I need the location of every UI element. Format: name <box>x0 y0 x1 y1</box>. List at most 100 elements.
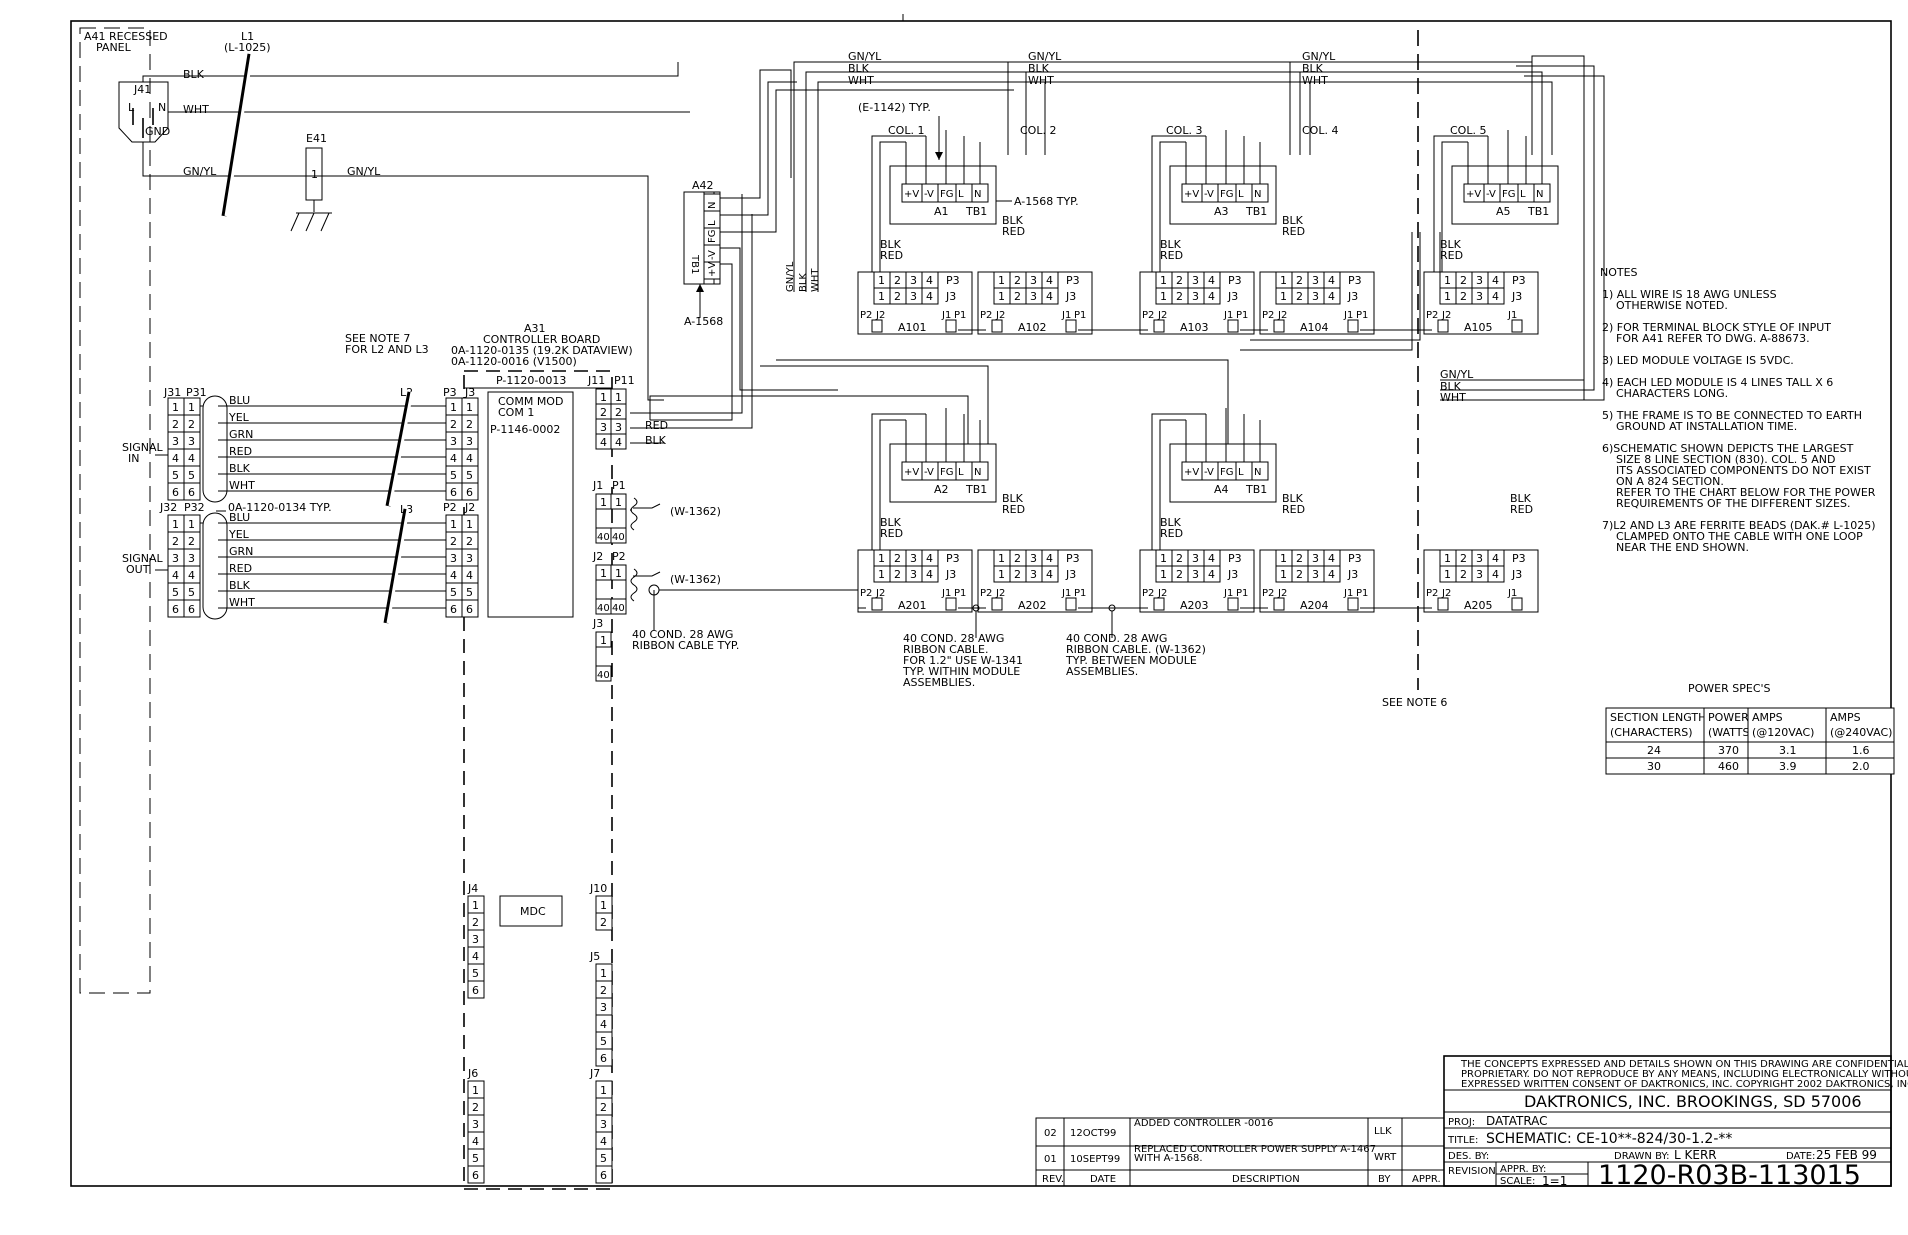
ctrl-jack-pin-label: 6 <box>466 486 473 499</box>
p2-label: P2 <box>1426 588 1438 599</box>
j2-label: J2 <box>1157 588 1167 599</box>
jack-pin-label: 5 <box>172 586 179 599</box>
p3-label: P3 <box>1512 274 1526 287</box>
p2-label: P2 <box>1262 310 1274 321</box>
svg-text:P-1146-0002: P-1146-0002 <box>490 423 560 436</box>
ferrite-bead <box>383 508 409 624</box>
drawing-date: 25 FEB 99 <box>1816 1148 1877 1162</box>
header-pin-label: 2 <box>600 984 607 997</box>
svg-text:BLK: BLK <box>798 273 809 292</box>
header-pin-label: 5 <box>472 1152 479 1165</box>
svg-text:N: N <box>158 101 166 114</box>
svg-text:OUT: OUT <box>126 563 150 576</box>
tb-name-label: TB1 <box>1245 205 1267 218</box>
ctrl-jack-pin-label: 2 <box>466 535 473 548</box>
header-pin-label: 6 <box>472 1169 479 1182</box>
note-2-line: FOR A41 REFER TO DWG. A-88673. <box>1616 332 1810 345</box>
svg-text:GN/YL: GN/YL <box>1440 368 1474 381</box>
j3-pin-label: 4 <box>926 568 933 581</box>
tb-pin-label: L <box>1238 189 1244 200</box>
tb-pin-label: FG <box>940 467 954 478</box>
j3-pin-label: 3 <box>1030 290 1037 303</box>
p1-label: P1 <box>1236 588 1248 599</box>
j1-label: J1 <box>941 310 951 321</box>
a42-pin-label: N <box>707 202 718 209</box>
svg-text:SCALE:: SCALE: <box>1500 1176 1535 1187</box>
sheet-border <box>70 20 1892 1187</box>
ferrite-bead-core <box>386 508 410 624</box>
rev-number: 01 <box>1044 1154 1057 1165</box>
svg-text:J31: J31 <box>163 386 181 399</box>
ctrl-jack-pin-label: 3 <box>466 435 473 448</box>
pin-label: 1 <box>615 496 622 509</box>
confidential-1: THE CONCEPTS EXPRESSED AND DETAILS SHOWN… <box>1460 1059 1908 1070</box>
j3-pin-label: 1 <box>1444 568 1451 581</box>
ctrl-jack-pin-label: 1 <box>466 518 473 531</box>
header-pin-label: 3 <box>600 1001 607 1014</box>
p3-pin-label: 1 <box>998 274 1005 287</box>
svg-text:TITLE:: TITLE: <box>1447 1135 1478 1146</box>
svg-text:DATE:: DATE: <box>1786 1151 1815 1162</box>
rev-by: LLK <box>1374 1126 1392 1137</box>
j1-connector <box>945 319 957 333</box>
blk-wire-label: BLK <box>1160 516 1182 529</box>
ctrl-plug-pin-label: 6 <box>450 486 457 499</box>
j3-pin-label: 1 <box>998 290 1005 303</box>
notes-block: NOTES 1) ALL WIRE IS 18 AWG UNLESSOTHERW… <box>1600 266 1876 554</box>
p3-label: P3 <box>1512 552 1526 565</box>
j3-pin-label: 2 <box>894 568 901 581</box>
pin-label: 40 <box>597 603 610 614</box>
p3-pin-label: 4 <box>1492 274 1499 287</box>
drawing-number: 1120-R03B-113015 <box>1598 1160 1861 1191</box>
svg-text:J2: J2 <box>464 501 475 514</box>
j3-label: J3 <box>1065 290 1076 303</box>
p2-label: P2 <box>860 588 872 599</box>
ctrl-jack-pin-label: 1 <box>466 401 473 414</box>
wire <box>857 590 866 609</box>
cable-jacket <box>202 395 228 503</box>
j3-pin-label: 3 <box>910 290 917 303</box>
ctrl-plug-pin-label: 3 <box>450 435 457 448</box>
j3-pin <box>1323 287 1341 305</box>
j1-connector <box>1347 319 1359 333</box>
j3-pin-label: 1 <box>1160 290 1167 303</box>
p3-pin-label: 3 <box>1312 274 1319 287</box>
svg-text:A42: A42 <box>692 179 714 192</box>
svg-text:L: L <box>128 101 135 114</box>
plug-pin-label: 1 <box>188 401 195 414</box>
svg-text:(L-1025): (L-1025) <box>224 41 270 54</box>
jack-pin-label: 2 <box>172 418 179 431</box>
note-1-line: OTHERWISE NOTED. <box>1616 299 1728 312</box>
ctrl-jack-pin-label: 6 <box>466 603 473 616</box>
pin-label: 1 <box>615 567 622 580</box>
header-pin-label: 3 <box>600 1118 607 1131</box>
tb-pin-label: -V <box>924 189 934 200</box>
header-pin-label: 4 <box>472 1135 479 1148</box>
wire <box>879 419 906 554</box>
note-6-line: REFER TO THE CHART BELOW FOR THE POWER <box>1616 486 1876 499</box>
red-wire-label: RED <box>1510 503 1533 516</box>
svg-text:ASSEMBLIES.: ASSEMBLIES. <box>1066 665 1138 678</box>
header-pin <box>595 1048 613 1067</box>
power-cell-value: 3.1 <box>1779 744 1797 757</box>
j1-label: J1 <box>1343 310 1353 321</box>
p3-pin-label: 4 <box>1208 552 1215 565</box>
j3-pin-label: 4 <box>1328 290 1335 303</box>
rev-by: WRT <box>1374 1152 1397 1163</box>
a42-pin-label: +V <box>707 262 718 277</box>
svg-text:REVISION: REVISION <box>1448 1166 1496 1177</box>
svg-text:ASSEMBLIES.: ASSEMBLIES. <box>903 676 975 689</box>
power-cell-value: 24 <box>1647 744 1661 757</box>
note-7-line: CLAMPED ONTO THE CABLE WITH ONE LOOP <box>1616 530 1863 543</box>
p11-pin <box>610 433 627 450</box>
svg-text:WHT: WHT <box>1028 74 1054 87</box>
red-wire-label: RED <box>1282 503 1305 516</box>
tb-pin-label: L <box>1238 467 1244 478</box>
wire-color-label: WHT <box>229 596 255 609</box>
confidential-3: EXPRESSED WRITTEN CONSENT OF DAKTRONICS,… <box>1461 1079 1908 1090</box>
svg-text:BLK: BLK <box>183 68 205 81</box>
j3-pin <box>1203 565 1221 583</box>
cable-jacket <box>202 512 228 620</box>
